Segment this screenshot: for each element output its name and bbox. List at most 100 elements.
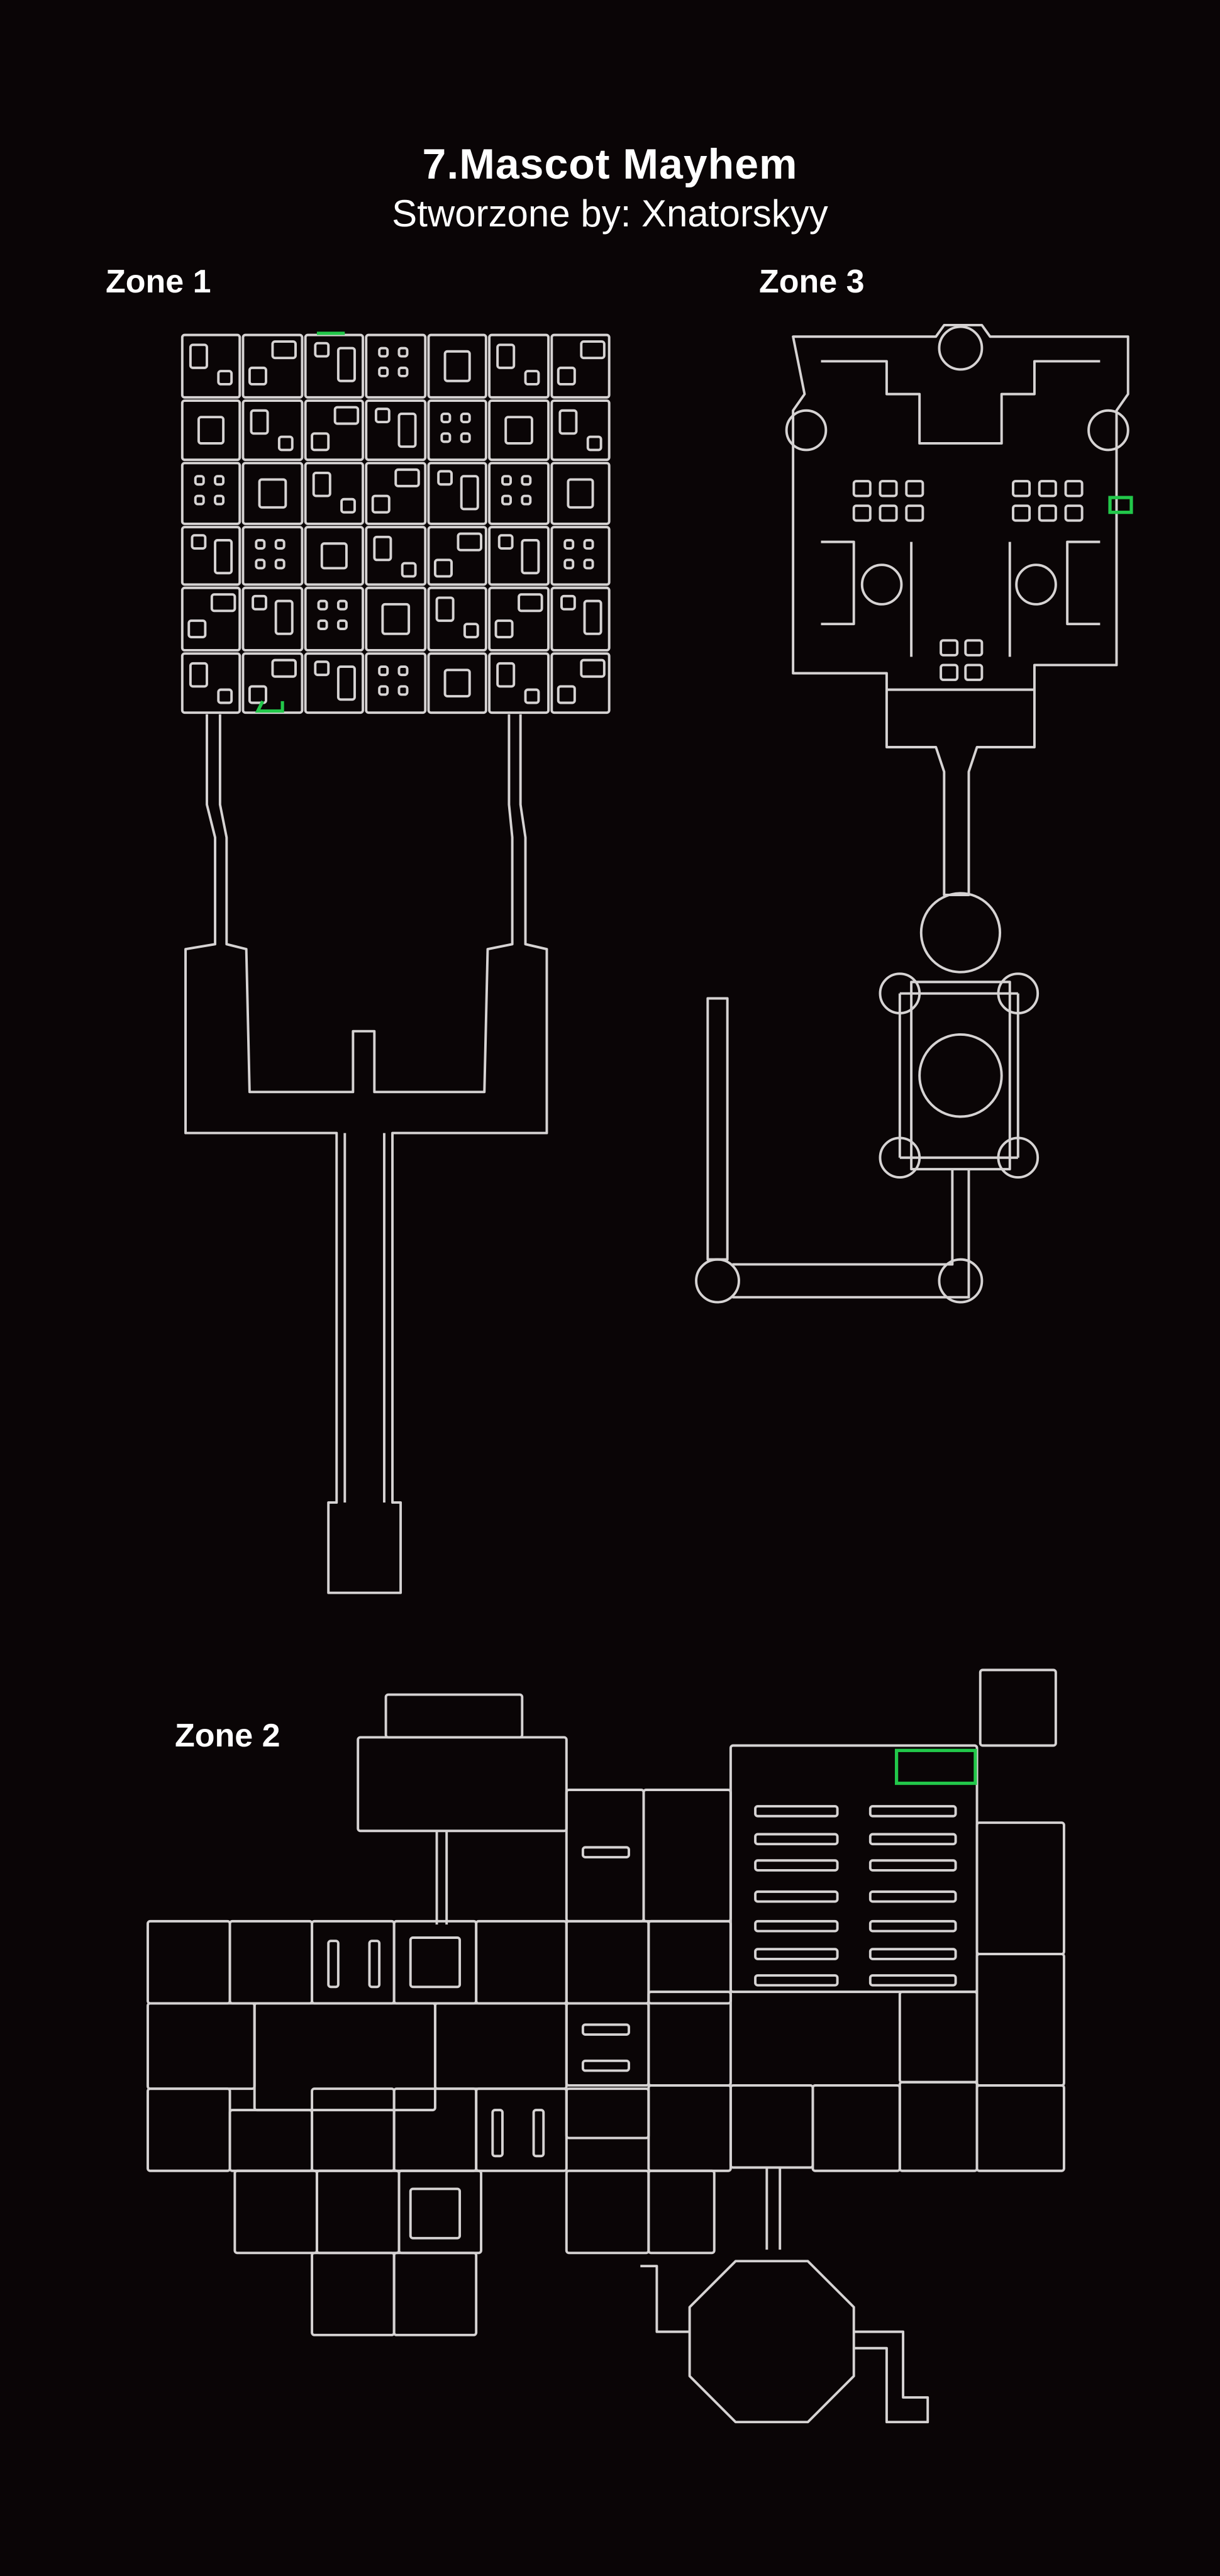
zone-2-room (357, 1736, 568, 1833)
room (336, 665, 356, 701)
zone-2-room (384, 1693, 524, 1739)
zone-2-room (647, 1990, 732, 2087)
zone-2-prop (581, 2059, 630, 2072)
room (580, 340, 606, 360)
zone-1-room (304, 333, 364, 399)
map-title: 7.Mascot Mayhem (422, 140, 798, 188)
zone-1-exit-marker (255, 700, 284, 713)
room (518, 593, 543, 613)
room (194, 475, 205, 486)
zone-2-room (642, 1789, 732, 1923)
zone-2-room (975, 2084, 1065, 2172)
zone-2-room (647, 2084, 732, 2172)
room (210, 593, 236, 613)
zone-1-room (427, 333, 487, 399)
zone-2-prop (409, 2187, 462, 2240)
room (373, 535, 392, 562)
zone-2-bench (868, 1974, 957, 1987)
room (378, 665, 389, 677)
zone-1-room (180, 462, 241, 525)
room (374, 408, 391, 423)
zone-3-map (695, 324, 1133, 1304)
room (501, 475, 512, 486)
zone-1-room (550, 652, 611, 714)
zone-3-marker (1108, 496, 1133, 514)
zone-1-room (488, 652, 550, 714)
zone-3-alcove (905, 504, 924, 522)
zone-1-room (180, 333, 241, 399)
room (501, 494, 512, 506)
zone-2-prop (581, 1846, 630, 1858)
room (248, 685, 267, 704)
zone-2-bench (868, 1948, 957, 1960)
zone-2-bench (868, 1805, 957, 1818)
room (463, 623, 479, 639)
room (378, 366, 389, 377)
room (189, 343, 208, 369)
zone-1-room (427, 462, 487, 525)
zone-1-room (427, 526, 487, 586)
zone-2-room (253, 2002, 436, 2112)
room (320, 542, 348, 570)
room (250, 409, 269, 435)
zone-1-room (241, 333, 304, 399)
zone-1-map (180, 331, 611, 1594)
zone-3-alcove (852, 480, 872, 497)
room (496, 343, 516, 369)
zone-1-room (427, 586, 487, 652)
zone-2-room (392, 1919, 478, 2005)
zone-2-bench (754, 1805, 839, 1818)
room (194, 494, 205, 506)
zone-2-room (565, 1789, 645, 1923)
room (494, 619, 514, 639)
zone-2-room (647, 2169, 716, 2255)
room (378, 685, 389, 696)
room (563, 539, 575, 550)
zone-2-prop (327, 1940, 340, 1989)
room (189, 662, 208, 688)
room (558, 409, 578, 435)
zone-1-room (241, 462, 304, 525)
room (217, 688, 233, 704)
room (255, 558, 266, 570)
zone-2-room (228, 1919, 314, 2005)
room (397, 685, 409, 696)
zone-1-room (550, 586, 611, 652)
room (401, 562, 417, 578)
room (378, 347, 389, 358)
zone-2-bench (868, 1919, 957, 1933)
zone-3-label: Zone 3 (759, 264, 865, 300)
zone-2-bench (754, 1859, 839, 1872)
zone-1-room (241, 399, 304, 462)
zone-1-room (180, 399, 241, 462)
zone-1-room (304, 586, 364, 652)
room (252, 594, 267, 611)
room (248, 366, 267, 386)
zone-2-room (811, 2084, 901, 2172)
zone-1-room (550, 333, 611, 399)
room (274, 599, 294, 635)
room (333, 406, 360, 425)
zone-1-room (241, 652, 304, 714)
zone-2-marker (894, 1748, 977, 1785)
zone-2-bench (754, 1833, 839, 1846)
zone-1-room (550, 462, 611, 525)
zone-1-room (241, 526, 304, 586)
room (460, 432, 471, 443)
zone-1-room (304, 399, 364, 462)
zone-2-room (565, 2002, 650, 2087)
zone-2-prop (368, 1940, 381, 1989)
room (586, 435, 602, 452)
zone-2-bench (754, 1919, 839, 1933)
zone-2-room (565, 2169, 650, 2255)
zone-1-room (180, 586, 241, 652)
room (336, 599, 348, 611)
room (397, 413, 417, 448)
zone-2-room (147, 2002, 256, 2090)
zone-2-bench (868, 1833, 957, 1846)
zone-2-bench (754, 1974, 839, 1987)
room (217, 370, 233, 386)
room (521, 494, 532, 506)
zone-2-room (729, 2084, 814, 2169)
